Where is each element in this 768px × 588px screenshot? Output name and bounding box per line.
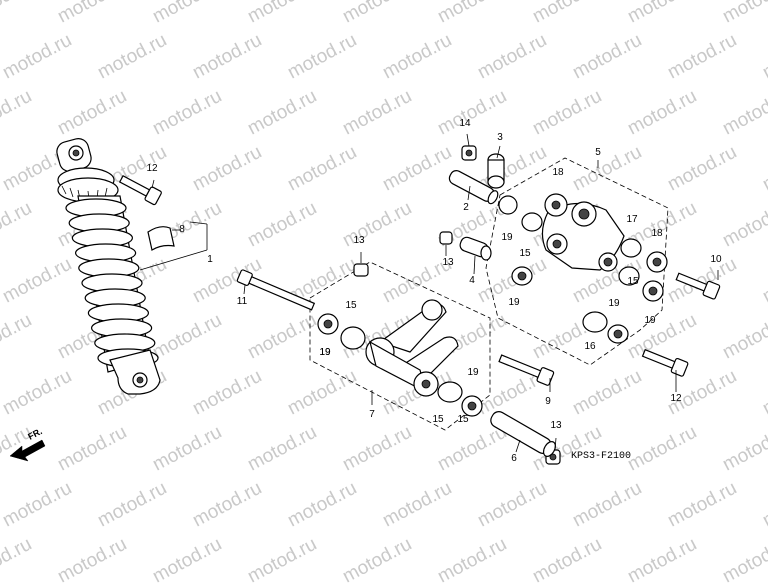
leader-line: [515, 439, 521, 453]
callout-12: 12: [146, 163, 158, 174]
callout-14: 14: [459, 118, 471, 129]
callout-15: 15: [345, 300, 357, 311]
callout-19: 19: [508, 297, 520, 308]
callout-15: 15: [432, 414, 444, 425]
leader-line: [151, 179, 155, 189]
leader-line: [467, 185, 471, 201]
callout-3: 3: [497, 132, 503, 143]
callout-12: 12: [670, 393, 682, 404]
callout-13: 13: [442, 257, 454, 268]
shock-absorber: [56, 138, 161, 395]
callout-16: 16: [584, 341, 596, 352]
nut-13-middle: [439, 231, 453, 245]
callout-19: 19: [319, 347, 331, 358]
callout-10: 10: [710, 254, 722, 265]
front-direction-arrow: FR.: [9, 426, 46, 462]
leader-line: [554, 437, 557, 451]
front-marker-label: FR.: [26, 426, 43, 442]
callout-7: 7: [369, 409, 375, 420]
leader-line: [189, 221, 208, 225]
leader-line: [496, 145, 501, 159]
callout-19: 19: [467, 367, 479, 378]
callout-13: 13: [353, 235, 365, 246]
callout-15: 15: [627, 276, 639, 287]
callout-18: 18: [651, 228, 663, 239]
callout-19: 19: [501, 232, 513, 243]
callout-19: 19: [644, 315, 656, 326]
bolt-12-lower: [641, 348, 689, 377]
bolt-12-upper: [118, 174, 162, 206]
upper-bearings: [498, 193, 668, 344]
collar-4: [459, 236, 492, 261]
rear-cushion-parts-diagram: FR. KPS3-F2100 1234567891011121213131314…: [9, 118, 722, 465]
callout-2: 2: [463, 202, 469, 213]
connecting-rod-outline: [309, 261, 491, 431]
callout-11: 11: [237, 296, 248, 307]
cushion-arm: [541, 201, 625, 272]
bolt-9: [498, 354, 555, 386]
nut-14: [461, 145, 477, 161]
callout-1: 1: [207, 254, 213, 265]
leader-line: [473, 255, 476, 275]
cushion-arm-outline: [485, 157, 669, 366]
bolt-11: [236, 269, 316, 311]
callout-17: 17: [626, 214, 638, 225]
callout-19: 19: [608, 298, 620, 309]
callout-8: 8: [179, 224, 185, 235]
pipe-6: [490, 411, 556, 457]
lower-bearings: [317, 313, 483, 417]
callout-4: 4: [469, 275, 475, 286]
pipe-2: [448, 170, 499, 205]
callout-19: 19: [319, 347, 331, 358]
callout-6: 6: [511, 453, 517, 464]
collar-3: [487, 153, 505, 189]
leader-line: [243, 284, 246, 295]
bolt-10: [675, 272, 721, 300]
diagram-code: KPS3-F2100: [571, 451, 631, 462]
leader-lines: [139, 133, 719, 453]
callout-13: 13: [550, 420, 562, 431]
leader-line: [139, 249, 208, 271]
callout-15: 15: [519, 248, 531, 259]
label-sticker: [147, 226, 175, 251]
callout-18: 18: [552, 167, 564, 178]
leader-line: [466, 133, 470, 147]
nut-13-left: [353, 263, 369, 277]
callout-15: 15: [457, 414, 469, 425]
connecting-rod: [365, 299, 459, 397]
callout-5: 5: [595, 147, 601, 158]
callout-9: 9: [545, 396, 551, 407]
